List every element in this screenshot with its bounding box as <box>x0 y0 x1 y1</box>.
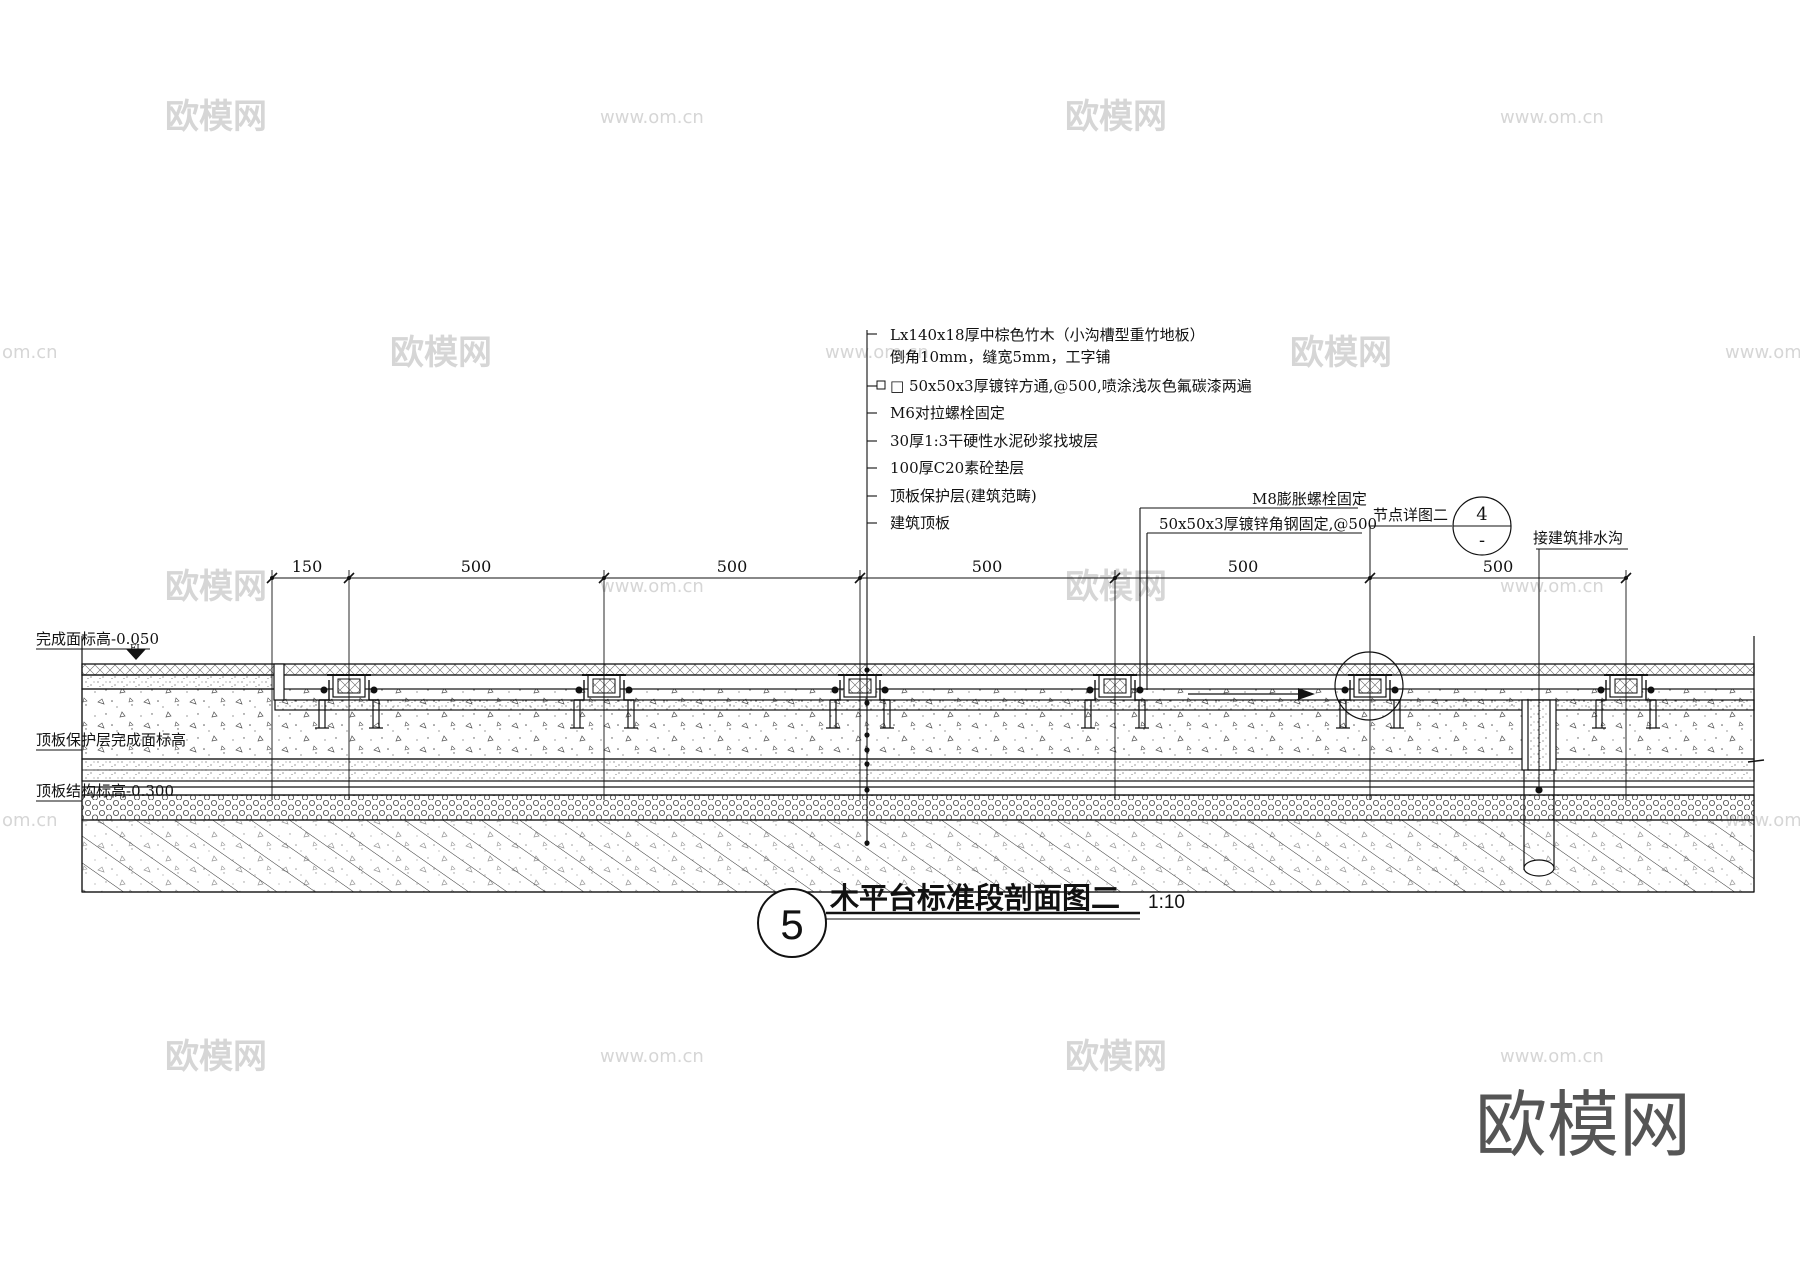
layer-notes: Lx140x18厚中棕色竹木（小沟槽型重竹地板） 倒角10mm，缝宽5mm，工字… <box>876 326 1252 532</box>
dimension-node <box>270 576 274 580</box>
watermark-brand: 欧模网 <box>1290 333 1392 373</box>
layer-note: 30厚1:3干硬性水泥砂浆找坡层 <box>890 432 1098 450</box>
elevation-protect: 顶板保护层完成面标高 <box>36 731 186 749</box>
node-label: 节点详图二 <box>1373 506 1448 524</box>
watermark-url: om.cn <box>2 342 58 363</box>
bolt-head <box>1086 686 1094 694</box>
bolt-head <box>625 686 633 694</box>
watermark-url: www.om.cn <box>1725 342 1800 363</box>
angle-bracket <box>1085 680 1145 701</box>
bolt-head <box>320 686 328 694</box>
node-number: 4 <box>1476 504 1487 525</box>
title-number: 5 <box>780 901 803 948</box>
elevation-triangle <box>126 649 146 660</box>
layer-note: M6对拉螺栓固定 <box>890 404 1005 422</box>
watermark-url: www.om.cn <box>600 576 704 597</box>
bolt-head <box>575 686 583 694</box>
section-layers <box>81 636 1765 893</box>
watermark-brand: 欧模网 <box>1065 1037 1167 1077</box>
bolt-head <box>1647 686 1655 694</box>
dimension-node <box>858 576 862 580</box>
layer-note: 100厚C20素砼垫层 <box>890 459 1024 477</box>
drain-outlet <box>1523 859 1555 877</box>
bolt-note: M8膨胀螺栓固定 <box>1252 490 1367 508</box>
angle-bracket <box>574 680 634 701</box>
watermark-brand-large: 欧模网 <box>1475 1083 1691 1167</box>
title-scale: 1:10 <box>1148 892 1185 913</box>
dimension-label: 500 <box>461 557 492 576</box>
bolt-head <box>1391 686 1399 694</box>
layer-note: 建筑顶板 <box>890 514 950 532</box>
elevation-finish: 完成面标高-0.050 <box>36 630 159 648</box>
layer-note: □ 50x50x3厚镀锌方通,@500,喷涂浅灰色氟碳漆两遍 <box>890 377 1252 395</box>
drain-note: 接建筑排水沟 <box>1533 529 1623 547</box>
dimension-label: 500 <box>717 557 748 576</box>
elevation-marks: 完成面标高-0.050 FL 顶板保护层完成面标高 顶板结构标高-0.300 <box>36 630 186 802</box>
node-callout: 节点详图二 4 - <box>1369 496 1512 690</box>
deck-board <box>81 663 1755 676</box>
watermark-url: www.om.cn <box>1500 107 1604 128</box>
gravel-layer <box>81 794 1755 821</box>
dimension-label: 500 <box>1228 557 1259 576</box>
dimension-label: 500 <box>1483 557 1514 576</box>
watermark-brand: 欧模网 <box>165 1037 267 1077</box>
dimension-node <box>347 576 351 580</box>
watermark-brand: 欧模网 <box>165 97 267 137</box>
square-tube-symbol <box>876 380 886 390</box>
dimension-node <box>1113 576 1117 580</box>
break-mark <box>1747 759 1765 763</box>
layer-note: 顶板保护层(建筑范畴) <box>890 487 1037 505</box>
deck-edge-block <box>273 663 285 701</box>
watermark-brand: 欧模网 <box>390 333 492 373</box>
dimension-gridlines <box>266 570 1632 800</box>
bolt-head <box>1341 686 1349 694</box>
dimension-node <box>602 576 606 580</box>
drain-callout: 接建筑排水沟 <box>1533 529 1628 790</box>
watermark-url: www.om.cn <box>1500 576 1604 597</box>
dimension-label: 150 <box>292 557 323 576</box>
slope-arrow <box>1188 688 1315 700</box>
bolt-head <box>831 686 839 694</box>
elevation-structure: 顶板结构标高-0.300 <box>36 782 174 800</box>
angle-bracket <box>319 680 379 701</box>
layer-note: Lx140x18厚中棕色竹木（小沟槽型重竹地板） <box>890 326 1205 344</box>
watermark-brand: 欧模网 <box>165 567 267 607</box>
layer-leader <box>866 330 877 846</box>
node-sheet: - <box>1479 530 1485 551</box>
detail-callout-circle <box>1334 651 1404 721</box>
slab-dots <box>82 820 1754 892</box>
dimension-labels: 150 500 500 500 500 500 <box>292 557 1514 576</box>
angle-note: 50x50x3厚镀锌角钢固定,@500 <box>1159 515 1377 533</box>
angle-bracket <box>1596 680 1656 701</box>
watermark-brand: 欧模网 <box>1065 567 1167 607</box>
bolt-head <box>881 686 889 694</box>
watermark-brand: 欧模网 <box>1065 97 1167 137</box>
watermark-url: www.om.cn <box>1500 1046 1604 1067</box>
watermark-layer: 欧模网 www.om.cn 欧模网 www.om.cn om.cn 欧模网 ww… <box>2 97 1800 1167</box>
bolt-leader <box>1139 507 1362 690</box>
edge-paving <box>81 674 276 690</box>
watermark-url: www.om.cn <box>825 342 929 363</box>
drawing-title: 5 木平台标准段剖面图二 1:10 <box>757 881 1185 958</box>
title-text: 木平台标准段剖面图二 <box>829 881 1120 915</box>
watermark-url: www.om.cn <box>600 107 704 128</box>
angle-bracket <box>1340 680 1400 701</box>
layer-note: 倒角10mm，缝宽5mm，工字铺 <box>890 348 1111 366</box>
watermark-url: www.om.cn <box>600 1046 704 1067</box>
dimension-node <box>1624 576 1628 580</box>
bolt-head <box>1597 686 1605 694</box>
bolt-head <box>370 686 378 694</box>
leader-dots <box>864 667 870 846</box>
watermark-url: om.cn <box>2 810 58 831</box>
title-number-circle <box>757 888 827 958</box>
dimension-label: 500 <box>972 557 1003 576</box>
elevation-fl-tag: FL <box>130 644 142 654</box>
angle-bracket <box>830 680 890 701</box>
